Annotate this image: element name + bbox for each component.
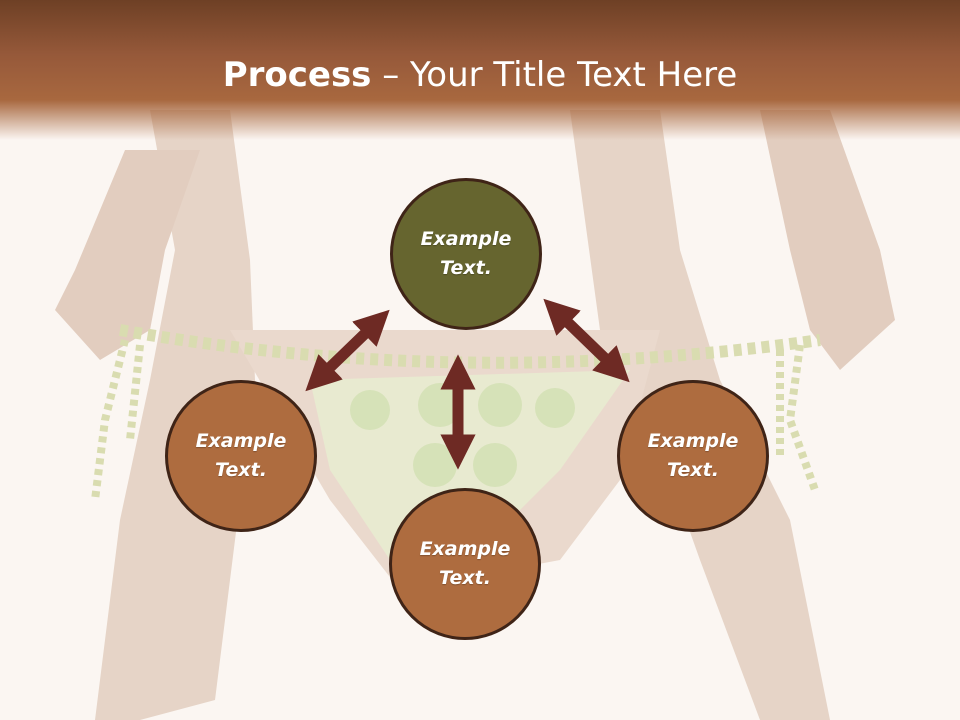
node-top-text: Example Text. bbox=[420, 228, 512, 279]
title-rest: – Your Title Text Here bbox=[371, 55, 738, 95]
node-right-text: Example Text. bbox=[647, 430, 739, 481]
node-right[interactable]: Example Text. bbox=[617, 380, 769, 532]
left-hand bbox=[55, 150, 200, 360]
node-bottom[interactable]: Example Text. bbox=[389, 488, 541, 640]
node-top[interactable]: Example Text. bbox=[390, 178, 542, 330]
arrow-top-right bbox=[543, 298, 630, 383]
slide-title: Process – Your Title Text Here bbox=[0, 50, 960, 100]
arrow-top-left bbox=[305, 309, 390, 392]
node-left[interactable]: Example Text. bbox=[165, 380, 317, 532]
node-left-text: Example Text. bbox=[195, 430, 287, 481]
right-tie bbox=[776, 344, 819, 492]
garment-band bbox=[118, 324, 821, 369]
node-bottom-text: Example Text. bbox=[419, 538, 511, 589]
right-hand bbox=[760, 110, 895, 370]
left-tie bbox=[91, 339, 144, 501]
title-bold: Process bbox=[222, 55, 372, 95]
title-bar bbox=[0, 0, 960, 140]
left-leg bbox=[95, 110, 255, 720]
